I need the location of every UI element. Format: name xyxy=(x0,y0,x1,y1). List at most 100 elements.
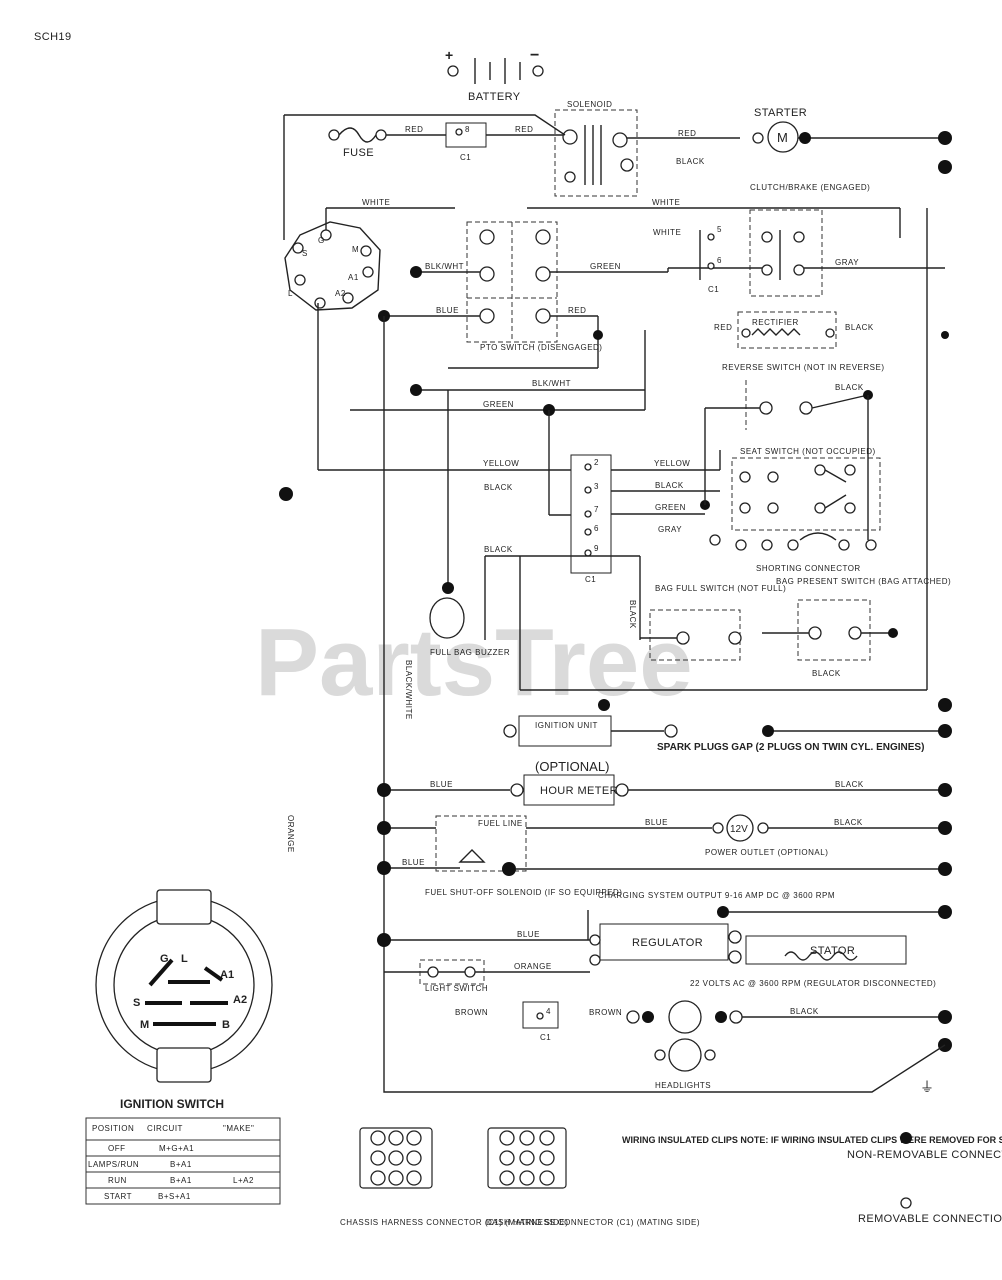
terminal-l: L xyxy=(181,953,188,965)
svg-text:G: G xyxy=(318,236,325,245)
wire-red-2: RED xyxy=(515,125,533,134)
wire-black-9: BLACK xyxy=(835,780,864,789)
c1-pin-3: 3 xyxy=(594,482,599,491)
wire-yellow-1: YELLOW xyxy=(483,459,519,468)
c1-clutch-pin-a: 5 xyxy=(717,225,722,234)
wire-green-3: GREEN xyxy=(655,503,686,512)
charging-output-label: CHARGING SYSTEM OUTPUT 9-16 AMP DC @ 360… xyxy=(598,891,835,900)
rectifier-label: RECTIFIER xyxy=(752,318,799,327)
buzzer-icon xyxy=(429,597,465,639)
svg-text:⏚: ⏚ xyxy=(920,1079,934,1095)
svg-text:M: M xyxy=(352,245,359,254)
terminal-s: S xyxy=(133,997,140,1009)
ignition-switch-title: IGNITION SWITCH xyxy=(120,1097,224,1111)
fuel-shutoff-box xyxy=(435,815,527,872)
wire-black-3: BLACK xyxy=(484,483,513,492)
c1-clutch-pin-b: 6 xyxy=(717,256,722,265)
wire-red-1: RED xyxy=(405,125,423,134)
table-row-2-pos: LAMPS/RUN xyxy=(88,1160,139,1169)
wire-red-3: RED xyxy=(678,129,696,138)
hour-meter-optional: (OPTIONAL) xyxy=(535,759,609,774)
power-outlet-icon xyxy=(726,814,754,842)
stator-output-label: 22 VOLTS AC @ 3600 RPM (REGULATOR DISCON… xyxy=(690,979,936,988)
wire-green-2: GREEN xyxy=(483,400,514,409)
wire-brown-2: BROWN xyxy=(589,1008,622,1017)
rectifier-box xyxy=(737,311,837,349)
bag-present-label: BAG PRESENT SWITCH (BAG ATTACHED) xyxy=(776,577,951,586)
removable-label: REMOVABLE CONNECTIONS xyxy=(858,1213,1002,1225)
headlight-icon-2 xyxy=(668,1038,702,1072)
c1-clutch-label: C1 xyxy=(708,285,719,294)
headlights-label: HEADLIGHTS xyxy=(655,1081,711,1090)
battery-symbol: + − xyxy=(445,47,544,84)
svg-text:S: S xyxy=(302,249,308,258)
wire-black-2: BLACK xyxy=(845,323,874,332)
starter-symbol: M xyxy=(777,130,788,145)
light-switch-box xyxy=(419,959,485,985)
bag-full-label: BAG FULL SWITCH (NOT FULL) xyxy=(655,584,786,593)
table-row-2-circuit: B+A1 xyxy=(170,1160,192,1169)
reverse-switch-label: REVERSE SWITCH (NOT IN REVERSE) xyxy=(722,363,884,372)
table-row-4-pos: START xyxy=(104,1192,132,1201)
dash-harness-connector xyxy=(487,1127,567,1189)
svg-text:A2: A2 xyxy=(335,289,346,298)
table-row-1-pos: OFF xyxy=(108,1144,126,1153)
table-row-3-pos: RUN xyxy=(108,1176,127,1185)
wire-blue-5: BLUE xyxy=(517,930,540,939)
wire-white-1: WHITE xyxy=(362,198,390,207)
wire-orange-1: ORANGE xyxy=(514,962,552,971)
seat-switch-box xyxy=(731,457,881,531)
ignition-unit-label: IGNITION UNIT xyxy=(535,721,598,730)
insulated-clips-note: WIRING INSULATED CLIPS NOTE: IF WIRING I… xyxy=(622,1135,1002,1145)
table-row-4-circuit: B+S+A1 xyxy=(158,1192,191,1201)
wire-gray-1: GRAY xyxy=(835,258,859,267)
starter-motor-icon xyxy=(767,121,799,153)
table-row-3-circuit: B+A1 xyxy=(170,1176,192,1185)
solenoid-label: SOLENOID xyxy=(567,100,612,109)
shorting-connector-label: SHORTING CONNECTOR xyxy=(756,564,861,573)
c1-pin-7: 7 xyxy=(594,505,599,514)
table-header-position: POSITION xyxy=(92,1124,134,1133)
wire-blk-wht-1: BLK/WHT xyxy=(425,262,464,271)
wire-blue-4: BLUE xyxy=(645,818,668,827)
wire-red-5: RED xyxy=(714,323,732,332)
wire-blue-2: BLUE xyxy=(430,780,453,789)
ignition-switch-diagram: G L A1 S A2 M B xyxy=(95,889,273,1083)
removable-icon xyxy=(900,1197,912,1209)
wire-blue-3: BLUE xyxy=(402,858,425,867)
chassis-harness-connector xyxy=(359,1127,433,1189)
wire-black-6: BLACK xyxy=(628,600,637,629)
wire-red-4: RED xyxy=(568,306,586,315)
wire-black-white: BLACK/WHITE xyxy=(404,660,413,720)
wire-blk-wht-2: BLK/WHT xyxy=(532,379,571,388)
light-switch-label: LIGHT SWITCH xyxy=(425,984,488,993)
terminal-b: B xyxy=(222,1019,230,1031)
wire-black-1: BLACK xyxy=(676,157,705,166)
svg-text:L: L xyxy=(288,289,293,298)
hour-meter-label: HOUR METER xyxy=(540,785,618,797)
non-removable-label: NON-REMOVABLE CONNECTIONS xyxy=(847,1149,1002,1161)
svg-text:A1: A1 xyxy=(348,273,359,282)
c1-fuse-pin: 8 xyxy=(465,125,470,134)
terminal-m: M xyxy=(140,1019,149,1031)
starter-label: STARTER xyxy=(754,107,807,119)
stator-label: STATOR xyxy=(810,945,855,957)
terminal-a1: A1 xyxy=(220,969,234,981)
wire-black-10: BLACK xyxy=(834,818,863,827)
wire-gray-2: GRAY xyxy=(658,525,682,534)
c1-center-label: C1 xyxy=(585,575,596,584)
headlight-icon-1 xyxy=(668,1000,702,1034)
clutch-brake-box xyxy=(749,209,823,297)
pto-switch-label: PTO SWITCH (DISENGAGED) xyxy=(480,343,602,352)
fuse-label: FUSE xyxy=(343,147,374,159)
wire-black-8: BLACK xyxy=(812,669,841,678)
wire-white-3: WHITE xyxy=(653,228,681,237)
svg-text:−: − xyxy=(530,47,539,64)
wire-orange-vertical: ORANGE xyxy=(286,815,295,853)
power-outlet-label: POWER OUTLET (OPTIONAL) xyxy=(705,848,828,857)
clutch-brake-label: CLUTCH/BRAKE (ENGAGED) xyxy=(750,183,870,192)
wire-black-7: BLACK xyxy=(835,383,864,392)
wire-green-1: GREEN xyxy=(590,262,621,271)
hour-meter-box xyxy=(523,774,615,806)
